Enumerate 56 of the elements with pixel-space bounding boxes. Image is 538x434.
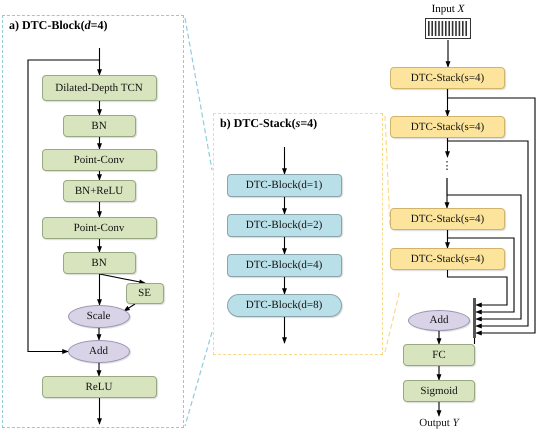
process-box: DTC-Block(d=8)	[226, 294, 342, 316]
process-box: DTC-Stack(s=4)	[390, 67, 505, 89]
arrow	[97, 137, 102, 150]
process-box: BN+ReLU	[62, 180, 136, 202]
process-box: BN	[62, 114, 136, 136]
operation-ellipse: Scale	[68, 304, 130, 328]
operation-ellipse: Add	[408, 310, 470, 331]
arrow	[123, 304, 136, 312]
process-box: DTC-Block(d=2)	[226, 214, 342, 236]
output-label: Output Y	[408, 416, 470, 433]
process-box: ReLU	[42, 376, 156, 398]
arrow	[97, 202, 102, 218]
dashed-panel	[2, 15, 184, 428]
arrow	[436, 366, 442, 381]
arrow	[282, 277, 287, 295]
process-box: DTC-Stack(s=4)	[390, 208, 505, 230]
arrow	[446, 138, 529, 328]
process-box: DTC-Stack(s=4)	[390, 116, 505, 138]
input-label: Input X	[432, 2, 464, 17]
arrow	[97, 101, 102, 116]
arrow	[446, 178, 522, 322]
arrow	[282, 147, 287, 175]
arrow	[436, 331, 442, 345]
process-box: DTC-Block(d=4)	[226, 254, 342, 276]
arrow	[96, 328, 102, 341]
arrow	[99, 273, 146, 284]
process-box: DTC-Stack(s=4)	[390, 248, 505, 270]
arrow	[436, 402, 442, 417]
arrow	[446, 230, 515, 314]
arrow	[446, 40, 450, 68]
ellipsis-mark: ⋮	[440, 157, 454, 178]
process-box: DTC-Block(d=1)	[226, 174, 342, 196]
arrow	[97, 398, 102, 425]
arrow	[97, 239, 102, 253]
arrow	[282, 197, 287, 215]
arrow	[97, 171, 102, 181]
process-box: Point-Conv	[42, 216, 156, 238]
panel-title: a) DTC-Block(d=4)	[9, 18, 108, 33]
concat-bar	[473, 298, 476, 338]
process-box: FC	[403, 344, 475, 366]
process-box: BN	[62, 252, 136, 274]
arrow	[282, 237, 287, 255]
panel-title: b) DTC-Stack(s=4)	[220, 116, 318, 131]
process-box: Point-Conv	[42, 148, 156, 170]
operation-ellipse: Add	[68, 340, 130, 362]
arrow	[446, 89, 536, 336]
arrow	[27, 59, 99, 354]
arrow	[97, 274, 102, 306]
process-box: Sigmoid	[403, 380, 475, 402]
dashed-panel	[213, 113, 383, 355]
process-box: SE	[126, 282, 164, 304]
process-box: Dilated-Depth TCN	[42, 74, 156, 100]
arrow	[96, 363, 102, 377]
arrow	[282, 317, 287, 344]
arrow	[446, 270, 508, 308]
arrow	[97, 48, 102, 76]
